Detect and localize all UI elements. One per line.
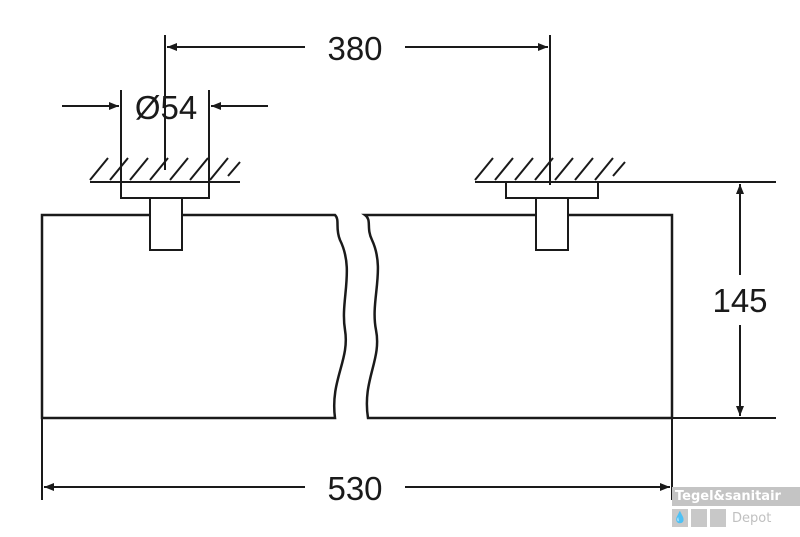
logo-square: [710, 509, 726, 527]
label-diameter: Ø54: [135, 89, 197, 126]
shelf-left-part: [40, 213, 349, 420]
dimension-530: [41, 418, 673, 500]
bracket-left: [120, 181, 210, 251]
shelf-right-part: [361, 213, 674, 420]
label-145: 145: [712, 282, 767, 319]
watermark-line1: Tegel&sanitair: [672, 487, 800, 506]
dimension-380: [164, 35, 551, 185]
dimension-diameter: [62, 90, 268, 195]
drop-icon: 💧: [672, 509, 688, 527]
label-530: 530: [327, 470, 382, 507]
logo-square: [691, 509, 707, 527]
watermark-logo: Tegel&sanitair 💧 Depot: [672, 487, 800, 537]
dimension-145: [600, 181, 776, 419]
watermark-line2: Depot: [732, 510, 772, 526]
bracket-right: [505, 181, 599, 251]
label-380: 380: [327, 30, 382, 67]
